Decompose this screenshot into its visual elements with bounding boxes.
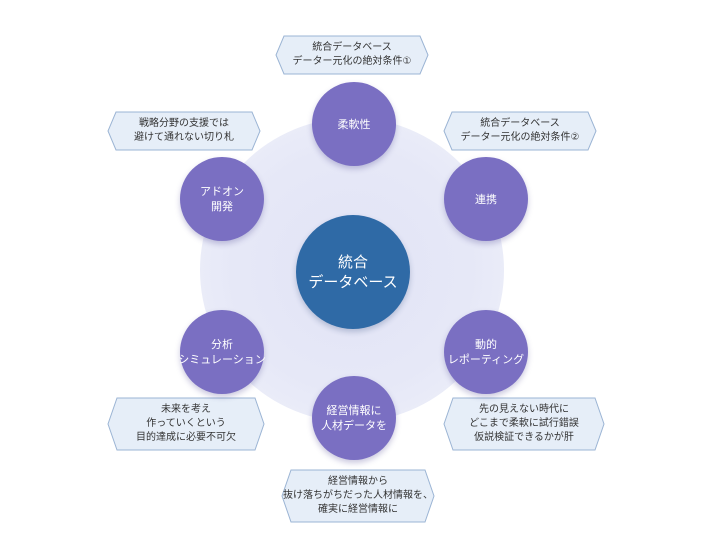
center-node-label: データベース (308, 273, 398, 291)
callout-bottom-left: 未来を考え 作っていくという 目的達成に必要不可欠 (107, 397, 265, 451)
callout-shape (443, 397, 605, 451)
callout-shape (443, 111, 597, 151)
node-label: 経営情報に (326, 404, 382, 417)
center-node-label: 統合 (337, 253, 368, 271)
callout-top-left: 戦略分野の支援では 避けて通れない切り札 (107, 111, 261, 151)
node-label: シミュレーション (178, 353, 266, 366)
callout-shape (281, 469, 435, 523)
node-label: 柔軟性 (337, 117, 371, 131)
node-simulation: 分析 シミュレーション (178, 310, 266, 394)
node-addon: アドオン 開発 (180, 157, 264, 241)
callout-shape (107, 111, 261, 151)
callout-text-line: 先の見えない時代に (479, 404, 569, 415)
node-label: 分析 (211, 338, 233, 351)
callout-text-line: 作っていくという (146, 418, 226, 429)
callout-shape (107, 397, 265, 451)
callout-text-line: データー元化の絶対条件① (292, 56, 412, 67)
callout-text-line: 統合データベース (312, 42, 392, 53)
node-reporting: 動的 レポーティング (444, 310, 528, 394)
callout-shape (275, 35, 429, 75)
node-label: 動的 (475, 338, 497, 351)
callout-text-line: 経営情報から (328, 476, 388, 487)
callout-text-line: 戦略分野の支援では (139, 118, 229, 129)
node-label: アドオン (200, 185, 244, 198)
node-flexibility: 柔軟性 (312, 82, 396, 166)
callout-text-line: どこまで柔軟に試行錯誤 (469, 418, 579, 429)
node-people-data: 経営情報に 人材データを (312, 376, 396, 460)
callout-text-line: 抜け落ちがちだった人材情報を、 (283, 490, 433, 501)
callout-top: 統合データベース データー元化の絶対条件① (275, 35, 429, 75)
callout-text-line: 確実に経営情報に (318, 504, 398, 515)
node-label: 開発 (211, 200, 233, 213)
callout-text-line: 仮説検証できるかが肝 (474, 432, 574, 443)
node-label: 連携 (475, 192, 497, 206)
node-label: 人材データを (321, 419, 387, 432)
callout-text-line: 目的達成に必要不可欠 (136, 432, 236, 443)
node-linkage: 連携 (444, 157, 528, 241)
callout-text-line: 未来を考え (161, 404, 211, 415)
callout-text-line: 避けて通れない切り札 (134, 132, 234, 143)
callout-bottom-right: 先の見えない時代に どこまで柔軟に試行錯誤 仮説検証できるかが肝 (443, 397, 605, 451)
callout-bottom: 経営情報から 抜け落ちがちだった人材情報を、 確実に経営情報に (281, 469, 435, 523)
node-label: レポーティング (447, 353, 525, 366)
callout-text-line: 統合データベース (480, 118, 560, 129)
callout-top-right: 統合データベース データー元化の絶対条件② (443, 111, 597, 151)
center-node-integrated-database: 統合 データベース (296, 215, 410, 329)
callout-text-line: データー元化の絶対条件② (460, 132, 580, 143)
